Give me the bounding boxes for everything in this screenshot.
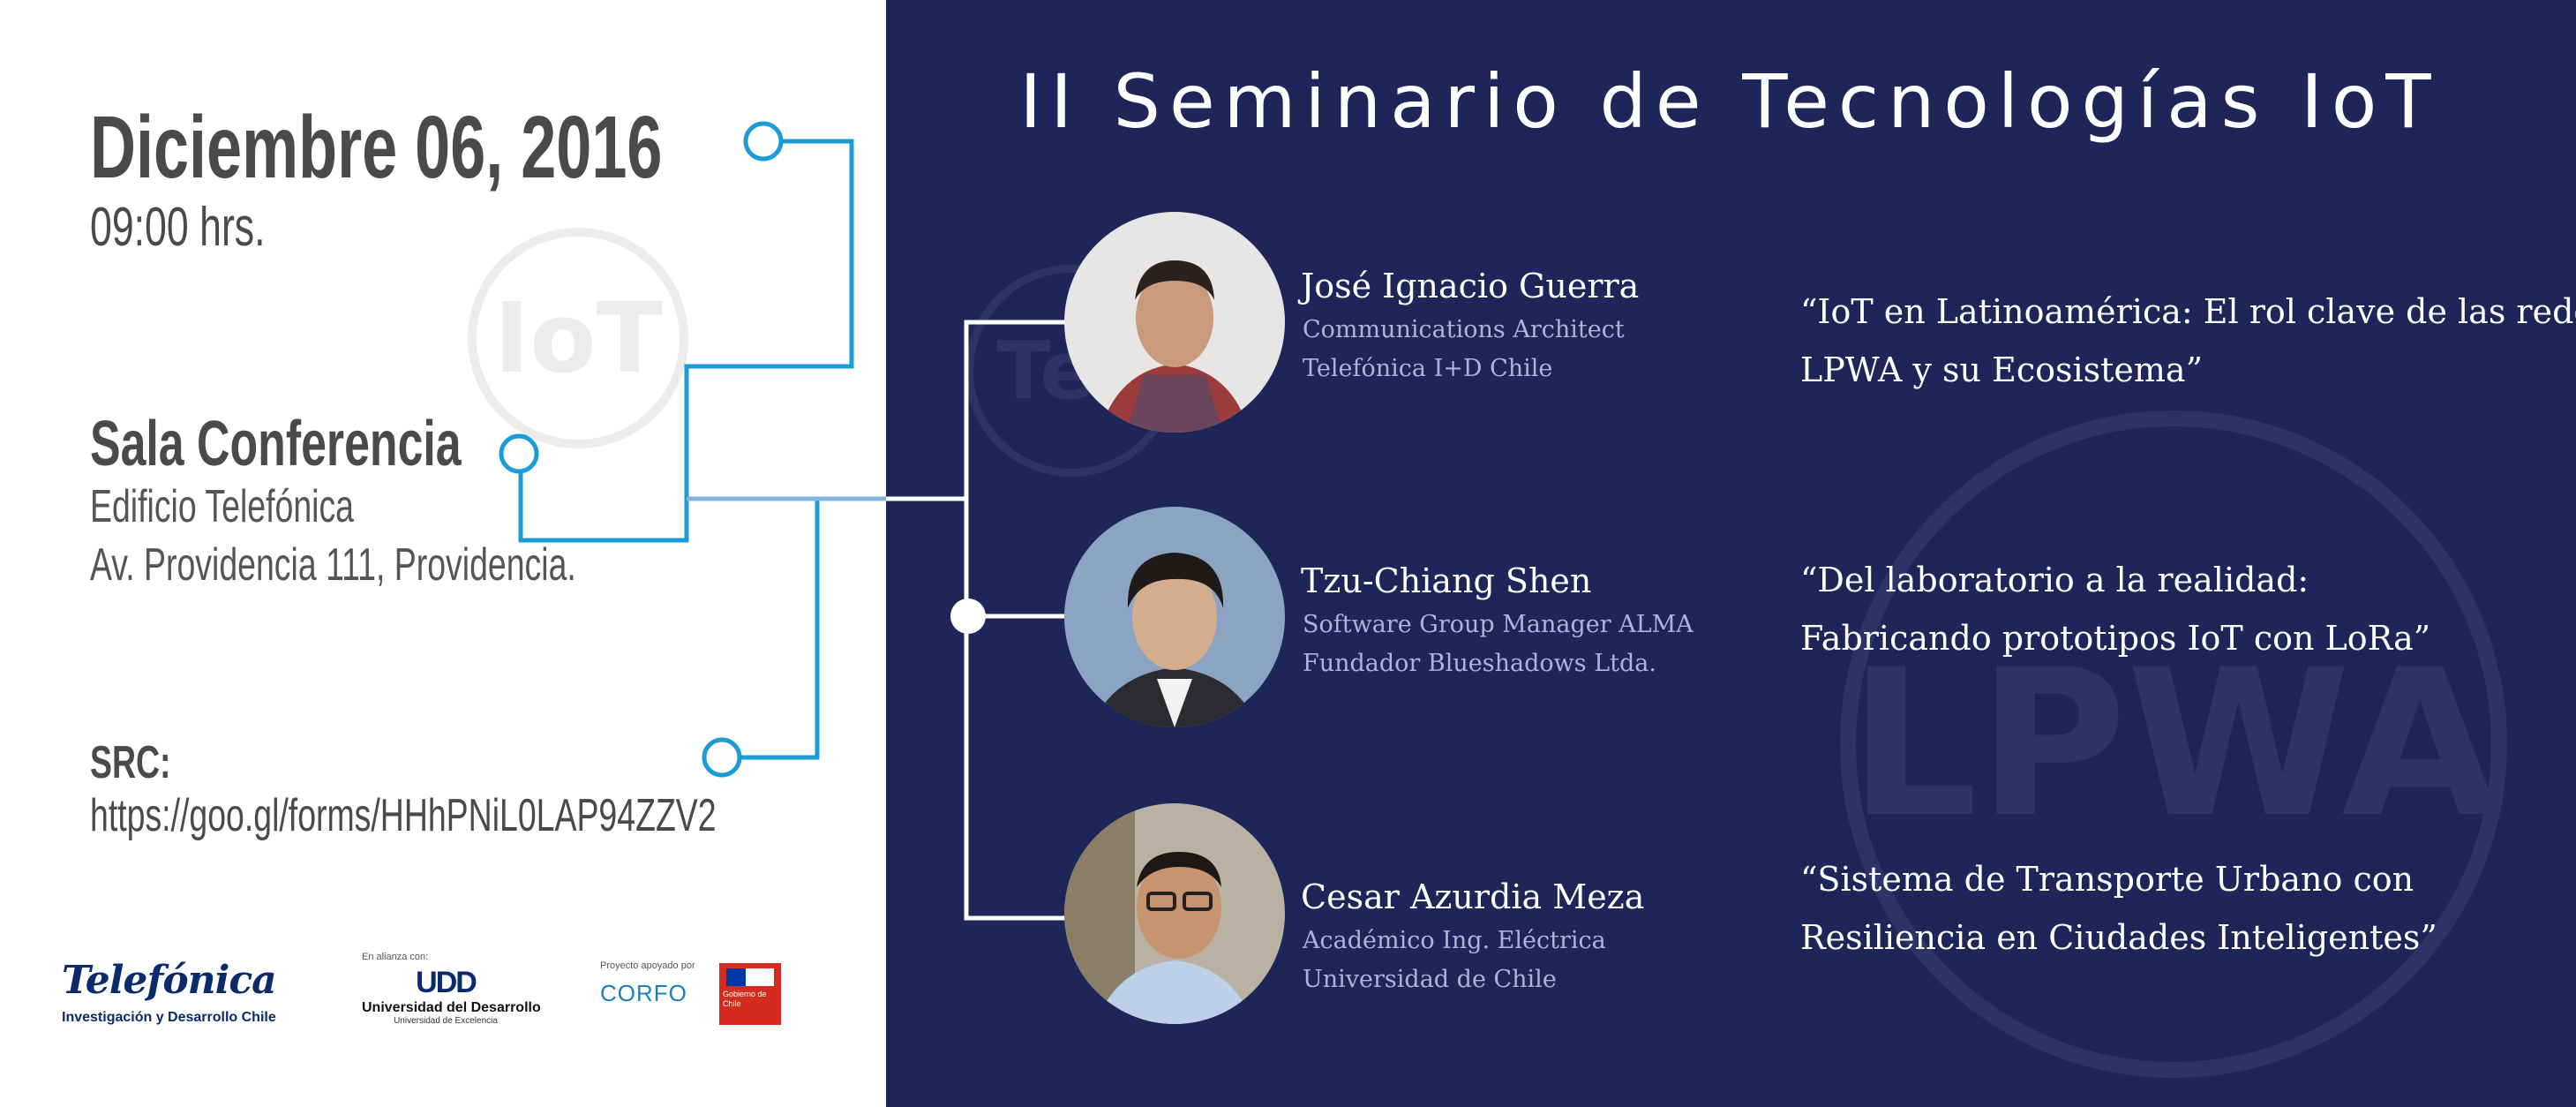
src-connector bbox=[741, 499, 820, 760]
venue-building: Edificio Telefónica bbox=[90, 481, 355, 532]
speaker-affiliation: Telefónica I+D Chile bbox=[1303, 355, 1553, 382]
event-time: 09:00 hrs. bbox=[90, 197, 266, 258]
udd-logo: En alianza con: UDD Universidad del Desa… bbox=[362, 952, 541, 1040]
date-node bbox=[743, 121, 784, 162]
speaker-photo-cesar bbox=[1064, 803, 1285, 1024]
blue-nodes bbox=[499, 121, 784, 778]
venue-address: Av. Providencia 111, Providencia. bbox=[90, 539, 576, 591]
trunk-node bbox=[950, 599, 986, 634]
telefonica-subtitle: Investigación y Desarrollo Chile bbox=[62, 1010, 276, 1025]
talk-title-line2: Fabricando prototipos IoT con LoRa” bbox=[1800, 619, 2431, 658]
white-connectors bbox=[886, 320, 1068, 921]
registration-link[interactable]: https://goo.gl/forms/HHhPNiL0LAP94ZZV2 bbox=[90, 790, 717, 841]
corfo-wordmark: CORFO bbox=[600, 980, 687, 1006]
gobierno-chile-flag-blue bbox=[726, 968, 746, 986]
event-title: II Seminario de Tecnologías IoT bbox=[1019, 58, 2440, 145]
speaker-2-portrait bbox=[1064, 507, 1285, 727]
event-date: Diciembre 06, 2016 bbox=[90, 98, 663, 197]
talk-title-line1: “Del laboratorio a la realidad: bbox=[1800, 561, 2309, 599]
speaker-name: Cesar Azurdia Meza bbox=[1301, 877, 1645, 916]
udd-tagline: Universidad de Excelencia bbox=[394, 1016, 498, 1026]
speaker-name: Tzu-Chiang Shen bbox=[1301, 561, 1592, 600]
event-info-panel: IoT Diciembre 06, 2016 09:00 hrs. Sala C… bbox=[0, 0, 886, 1107]
speaker-role: Communications Architect bbox=[1303, 316, 1625, 343]
iot-watermark: IoT bbox=[468, 228, 688, 448]
udd-caption: En alianza con: bbox=[362, 952, 429, 962]
venue-name: Sala Conferencia bbox=[90, 409, 462, 479]
speaker-affiliation: Universidad de Chile bbox=[1303, 966, 1557, 993]
speaker-3-portrait bbox=[1064, 803, 1285, 1024]
iot-watermark-text: IoT bbox=[493, 282, 663, 395]
registration-label: SRC: bbox=[90, 737, 171, 788]
talk-title-line1: “IoT en Latinoamérica: El rol clave de l… bbox=[1800, 292, 2576, 331]
speaker-role: Académico Ing. Eléctrica bbox=[1303, 927, 1606, 954]
talk-title-line2: LPWA y su Ecosistema” bbox=[1800, 350, 2204, 389]
speaker-photo-tzu bbox=[1064, 507, 1285, 727]
speaker-photo-jose bbox=[1064, 212, 1285, 433]
speaker-1-portrait bbox=[1064, 212, 1285, 433]
speaker-role: Software Group Manager ALMA bbox=[1303, 611, 1694, 638]
corfo-caption: Proyecto apoyado por bbox=[600, 960, 695, 971]
telefonica-wordmark: Telefónica bbox=[62, 958, 277, 1003]
telefonica-logo: Telefónica Investigación y Desarrollo Ch… bbox=[62, 958, 277, 1037]
date-connector bbox=[518, 139, 854, 543]
venue-node bbox=[499, 433, 539, 474]
gobierno-chile-name: Gobierno de Chile bbox=[723, 990, 767, 1008]
speaker-name: José Ignacio Guerra bbox=[1301, 267, 1640, 305]
corfo-logo: Proyecto apoyado por CORFO bbox=[600, 960, 715, 1022]
talk-title-line2: Resiliencia en Ciudades Inteligentes” bbox=[1800, 918, 2437, 957]
gobierno-chile-logo: Gobierno de Chile bbox=[719, 963, 781, 1025]
gobierno-chile-flag-white bbox=[746, 968, 774, 986]
lpwa-watermark-text: LPWA bbox=[1848, 626, 2499, 862]
speaker-affiliation: Fundador Blueshadows Ltda. bbox=[1303, 650, 1656, 677]
src-node bbox=[702, 737, 742, 778]
udd-name: Universidad del Desarrollo bbox=[362, 1000, 541, 1015]
talk-title-line1: “Sistema de Transporte Urbano con bbox=[1800, 860, 2415, 899]
udd-mark: UDD bbox=[416, 966, 477, 999]
blue-connectors bbox=[518, 139, 886, 760]
